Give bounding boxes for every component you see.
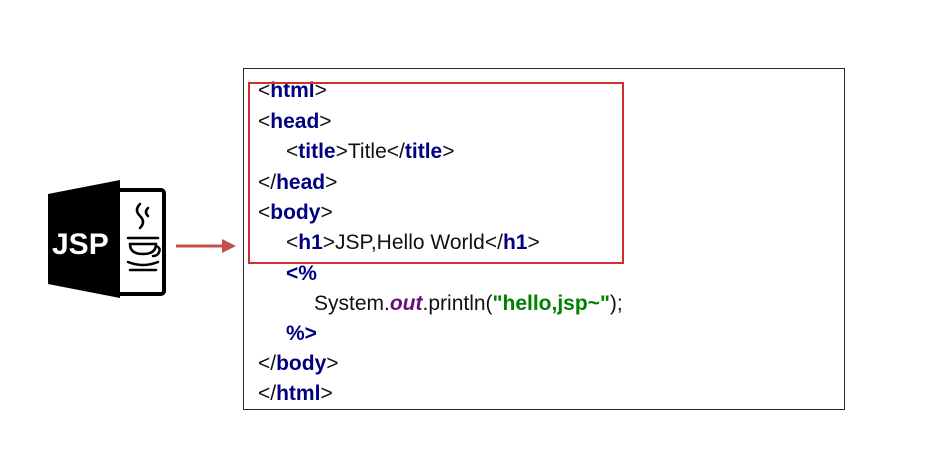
code-token: </ <box>258 171 277 194</box>
code-line: <head> <box>258 109 332 135</box>
code-panel: <html><head><title>Title</title></head><… <box>243 68 845 410</box>
code-token: >JSP,Hello World</ <box>322 231 503 254</box>
code-line: </body> <box>258 351 339 377</box>
code-token: h1 <box>298 231 323 254</box>
highlight-box <box>248 82 624 264</box>
code-token: html <box>276 382 321 405</box>
code-token: >Title</ <box>335 140 405 163</box>
code-token: > <box>325 171 338 194</box>
code-line: </html> <box>258 381 333 407</box>
code-token: out <box>389 292 423 315</box>
code-token: System. <box>314 292 390 315</box>
code-token: > <box>320 201 333 224</box>
code-token: <% <box>286 262 317 285</box>
code-token: > <box>320 382 333 405</box>
code-token: ); <box>609 292 623 315</box>
code-token: < <box>286 140 299 163</box>
code-line: </head> <box>258 170 337 196</box>
code-token: > <box>319 110 332 133</box>
code-line: <title>Title</title> <box>286 139 454 165</box>
code-token: head <box>276 171 326 194</box>
code-token: > <box>326 352 339 375</box>
code-line: <h1>JSP,Hello World</h1> <box>286 230 540 256</box>
code-token: body <box>276 352 327 375</box>
code-token: body <box>270 201 321 224</box>
code-token: > <box>442 140 455 163</box>
jsp-file-icon: JSP <box>44 178 168 300</box>
code-token: < <box>286 231 299 254</box>
code-token: html <box>270 79 315 102</box>
code-token: < <box>258 201 271 224</box>
java-cup-icon <box>126 202 161 272</box>
code-token: .println( <box>422 292 493 315</box>
code-token: > <box>314 79 327 102</box>
code-token: </ <box>258 352 277 375</box>
code-token: </ <box>258 382 277 405</box>
code-token: h1 <box>502 231 528 254</box>
code-line: <html> <box>258 78 327 104</box>
code-token: < <box>258 79 271 102</box>
code-line: <body> <box>258 200 333 226</box>
code-token: title <box>404 140 443 163</box>
arrow-right-icon <box>176 239 236 253</box>
code-token: < <box>258 110 271 133</box>
code-token: head <box>270 110 320 133</box>
code-line: %> <box>286 321 317 347</box>
code-line: System.out.println("hello,jsp~"); <box>314 291 623 317</box>
code-token: "hello,jsp~" <box>492 292 610 315</box>
code-line: <% <box>286 261 317 287</box>
code-token: title <box>298 140 336 163</box>
jsp-label: JSP <box>52 228 109 261</box>
code-token: %> <box>286 322 317 345</box>
code-token: > <box>527 231 540 254</box>
